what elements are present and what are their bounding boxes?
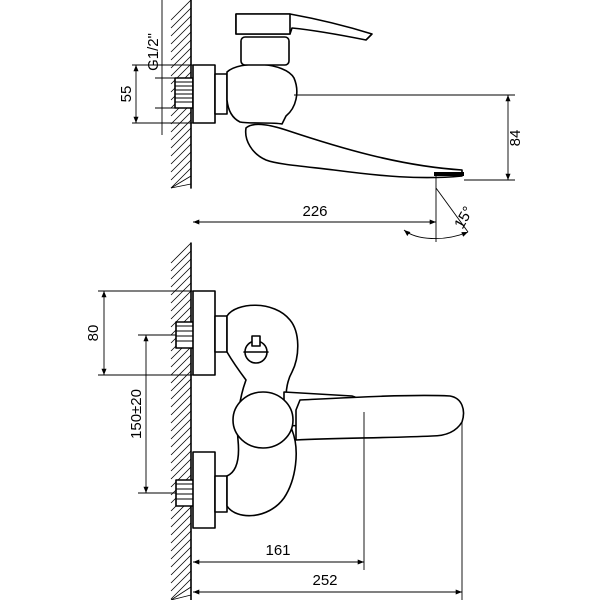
handle-reach-label: 161: [265, 542, 290, 559]
centres-label: 150±20: [128, 389, 145, 439]
valve-body-top: [226, 63, 298, 125]
hatch-line: [170, 127, 192, 149]
hatch-line: [170, 538, 192, 560]
body-height-dimension: 80: [85, 290, 215, 376]
hatch-line: [170, 594, 192, 600]
nut-top: [214, 73, 228, 115]
hatch-line: [170, 151, 192, 173]
hatch-line: [170, 402, 192, 424]
cartridge-cap-top: [240, 36, 290, 66]
hatch-line: [170, 410, 192, 432]
hatch-line: [170, 386, 192, 408]
hatch-line: [170, 282, 192, 304]
escutcheon-top: [192, 64, 216, 124]
hatch-line: [170, 522, 192, 544]
hatch-line: [170, 362, 192, 384]
hatch-line: [170, 370, 192, 392]
hatch-line: [170, 274, 192, 296]
hatch-line: [170, 39, 192, 61]
hatch-line: [170, 23, 192, 45]
thread-dimension: G1/2": [145, 0, 175, 135]
hatch-line: [170, 55, 192, 77]
hatch-line: [170, 586, 192, 600]
hatch-line: [170, 578, 192, 600]
hatch-line: [170, 111, 192, 133]
hatch-line: [170, 183, 192, 189]
overall-reach-dimension: 252: [193, 422, 463, 600]
hatch-line: [170, 426, 192, 448]
hatch-line: [170, 167, 192, 189]
handle-reach-dimension: 161: [193, 412, 365, 570]
diverter-knob: [243, 335, 269, 364]
hatch-line: [170, 530, 192, 552]
thread-size-label: G1/2": [145, 33, 162, 71]
hatch-line: [170, 570, 192, 592]
hatch-line: [170, 514, 192, 536]
hatch-line: [170, 554, 192, 576]
swivel-angle-label: 15°: [451, 204, 477, 232]
spout-front: [295, 394, 465, 441]
hatch-line: [170, 546, 192, 568]
body-height-label: 80: [85, 325, 102, 342]
hatch-line: [170, 346, 192, 368]
hatch-line: [170, 266, 192, 288]
inlet-thread-top: [174, 77, 194, 109]
hatch-line: [170, 450, 192, 472]
hatch-line: [170, 7, 192, 29]
spout-drop-label: 84: [507, 130, 524, 147]
hatch-line: [170, 506, 192, 528]
hatch-line: [170, 466, 192, 488]
hatch-line: [170, 31, 192, 53]
side-view: G1/2" 55 84 226 15°: [118, 0, 524, 242]
hatch-line: [170, 250, 192, 272]
upper-inlet: [175, 290, 228, 376]
inlet-height-dimension: 55: [118, 64, 193, 124]
front-view: 80 150±20 161 252: [85, 242, 465, 600]
spout-length-dimension: 226: [193, 176, 437, 242]
hatch-line: [170, 143, 192, 165]
hatch-line: [170, 354, 192, 376]
centres-dimension: 150±20: [128, 334, 176, 494]
lever-hub: [232, 391, 294, 449]
wall-hatch-bottom: [170, 242, 192, 600]
hatch-line: [170, 242, 192, 264]
hatch-line: [170, 15, 192, 37]
hatch-line: [170, 298, 192, 320]
overall-reach-label: 252: [312, 572, 337, 589]
hatch-line: [170, 290, 192, 312]
hatch-line: [170, 258, 192, 280]
hatch-line: [170, 306, 192, 328]
spout-top: [244, 123, 463, 179]
spout-drop-dimension: 84: [294, 94, 524, 181]
hatch-line: [170, 378, 192, 400]
hatch-line: [170, 458, 192, 480]
hatch-line: [170, 0, 192, 21]
hatch-line: [170, 442, 192, 464]
hatch-line: [170, 394, 192, 416]
lower-inlet: [175, 451, 228, 529]
hatch-line: [170, 562, 192, 584]
swivel-angle-dimension: 15°: [403, 187, 477, 240]
hatch-line: [170, 175, 192, 189]
hatch-line: [170, 159, 192, 181]
hatch-line: [170, 434, 192, 456]
spout-length-label: 226: [302, 203, 327, 220]
inlet-height-label: 55: [118, 86, 135, 103]
hatch-line: [170, 135, 192, 157]
hatch-line: [170, 418, 192, 440]
